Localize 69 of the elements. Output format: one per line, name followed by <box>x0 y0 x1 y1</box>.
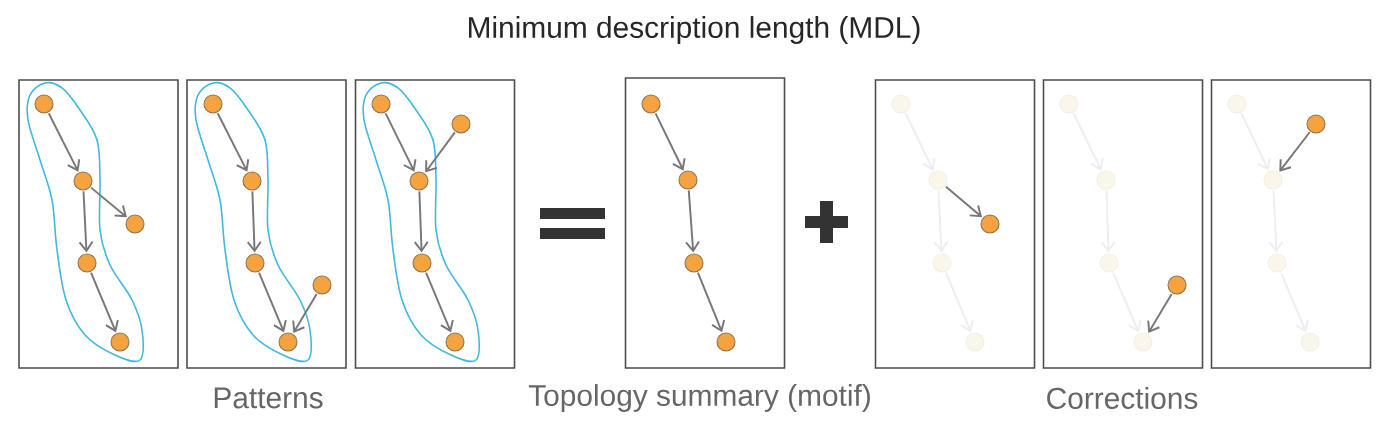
graph-node <box>412 253 432 273</box>
graph-node <box>409 171 429 191</box>
group-label: Patterns <box>214 387 323 409</box>
arrow <box>246 190 262 253</box>
graph-node <box>716 332 736 352</box>
graph-node <box>451 114 471 134</box>
graph-node <box>965 332 985 352</box>
graph-node <box>125 214 145 234</box>
panel-box <box>1210 79 1372 369</box>
arrow <box>90 186 127 218</box>
arrow <box>1240 112 1271 171</box>
graph-node <box>1227 94 1247 114</box>
graph-node <box>278 332 298 352</box>
arrow <box>292 292 318 334</box>
group-label: Corrections <box>1047 387 1198 409</box>
graph-node <box>928 170 948 190</box>
graph-node <box>1133 332 1153 352</box>
graph-node <box>891 94 911 114</box>
arrow <box>685 189 700 253</box>
graph-node <box>932 253 952 273</box>
graph-node <box>445 332 465 352</box>
graph-node <box>1167 275 1187 295</box>
panel-box <box>624 77 786 369</box>
graph-node <box>641 94 661 114</box>
panel-box <box>186 79 347 369</box>
graph-node <box>1267 253 1287 273</box>
graph-node <box>34 94 54 114</box>
graph-node <box>77 253 97 273</box>
graph-node <box>312 275 332 295</box>
arrow <box>78 190 94 253</box>
arrow <box>933 189 949 253</box>
graph-node <box>1059 94 1079 114</box>
graph-node <box>245 253 265 273</box>
arrow <box>1100 189 1116 253</box>
graph-node <box>110 332 130 352</box>
arrow <box>945 271 974 333</box>
graph-node <box>678 170 698 190</box>
graph-node <box>242 171 262 191</box>
panel-box <box>1042 79 1204 369</box>
arrow <box>696 271 726 333</box>
arrow <box>904 112 936 171</box>
panel-box <box>874 79 1036 369</box>
arrow <box>425 271 454 333</box>
graph-node <box>1263 170 1283 190</box>
group-label: Topology summary (motif) <box>528 384 870 412</box>
arrow <box>1279 131 1311 172</box>
arrow <box>945 185 983 218</box>
graph-node <box>684 253 704 273</box>
arrow <box>1072 112 1104 171</box>
graph-node <box>1099 253 1119 273</box>
arrow <box>425 131 456 173</box>
graph-node <box>980 214 1000 234</box>
panel-box <box>354 79 516 369</box>
arrow <box>1268 189 1284 253</box>
arrow <box>1112 271 1142 333</box>
graph-node <box>1306 114 1326 134</box>
arrow <box>654 112 686 171</box>
arrow <box>258 271 287 333</box>
arrow <box>413 190 429 253</box>
graph-node <box>1096 170 1116 190</box>
graph-node <box>73 171 93 191</box>
arrow <box>1147 292 1173 334</box>
graph-node <box>203 94 223 114</box>
title: Minimum description length (MDL) <box>469 16 920 44</box>
panel-box <box>18 79 179 369</box>
arrow <box>1280 271 1309 333</box>
graph-node <box>1300 332 1320 352</box>
graph-node <box>371 94 391 114</box>
arrow <box>90 271 119 333</box>
